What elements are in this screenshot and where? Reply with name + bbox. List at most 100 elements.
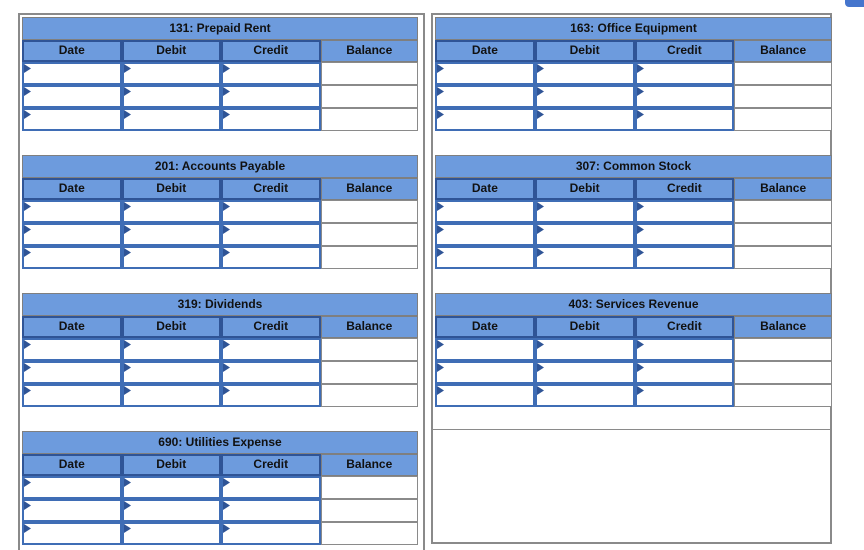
credit-input-cell[interactable] xyxy=(221,223,321,246)
cell-marker-icon xyxy=(636,386,644,395)
credit-input-cell[interactable] xyxy=(634,85,735,108)
balance-cell xyxy=(320,223,418,246)
debit-input-cell[interactable] xyxy=(534,246,635,269)
credit-input-cell[interactable] xyxy=(221,62,321,85)
debit-input-cell[interactable] xyxy=(534,384,635,407)
credit-input-cell[interactable] xyxy=(634,246,735,269)
debit-input-cell[interactable] xyxy=(534,361,635,384)
cell-marker-icon xyxy=(24,524,31,533)
credit-input-cell[interactable] xyxy=(634,108,735,131)
credit-input-cell[interactable] xyxy=(634,338,735,361)
debit-input-cell[interactable] xyxy=(121,499,221,522)
date-input-cell[interactable] xyxy=(22,62,122,85)
cell-marker-icon xyxy=(223,64,230,73)
date-input-cell[interactable] xyxy=(435,108,535,131)
ledger-row xyxy=(22,223,418,246)
account-title: 403: Services Revenue xyxy=(435,293,832,316)
debit-input-cell[interactable] xyxy=(121,62,221,85)
column-header-balance: Balance xyxy=(320,454,418,476)
debit-input-cell[interactable] xyxy=(534,62,635,85)
date-input-cell[interactable] xyxy=(22,361,122,384)
debit-input-cell[interactable] xyxy=(121,361,221,384)
debit-input-cell[interactable] xyxy=(534,85,635,108)
date-input-cell[interactable] xyxy=(22,108,122,131)
credit-input-cell[interactable] xyxy=(221,338,321,361)
debit-input-cell[interactable] xyxy=(121,108,221,131)
credit-input-cell[interactable] xyxy=(221,361,321,384)
debit-input-cell[interactable] xyxy=(121,85,221,108)
column-header-balance: Balance xyxy=(734,178,832,200)
column-header-credit: Credit xyxy=(221,178,321,200)
credit-input-cell[interactable] xyxy=(221,476,321,499)
cell-marker-icon xyxy=(123,386,131,395)
top-right-button-fragment[interactable] xyxy=(845,0,864,7)
date-input-cell[interactable] xyxy=(22,246,122,269)
column-header-balance: Balance xyxy=(734,40,832,62)
debit-input-cell[interactable] xyxy=(534,200,635,223)
cell-marker-icon xyxy=(24,478,31,487)
debit-input-cell[interactable] xyxy=(121,200,221,223)
date-input-cell[interactable] xyxy=(22,522,122,545)
debit-input-cell[interactable] xyxy=(121,522,221,545)
date-input-cell[interactable] xyxy=(435,246,535,269)
cell-marker-icon xyxy=(24,87,31,96)
debit-input-cell[interactable] xyxy=(121,384,221,407)
date-input-cell[interactable] xyxy=(22,384,122,407)
credit-input-cell[interactable] xyxy=(221,200,321,223)
debit-input-cell[interactable] xyxy=(121,476,221,499)
debit-input-cell[interactable] xyxy=(534,108,635,131)
credit-input-cell[interactable] xyxy=(221,108,321,131)
credit-input-cell[interactable] xyxy=(634,384,735,407)
column-header-row: Date Debit Credit Balance xyxy=(435,40,832,62)
date-input-cell[interactable] xyxy=(22,476,122,499)
balance-cell xyxy=(734,246,832,269)
debit-input-cell[interactable] xyxy=(534,223,635,246)
date-input-cell[interactable] xyxy=(22,85,122,108)
date-input-cell[interactable] xyxy=(435,361,535,384)
date-input-cell[interactable] xyxy=(435,62,535,85)
cell-marker-icon xyxy=(223,87,230,96)
column-header-balance: Balance xyxy=(734,316,832,338)
date-input-cell[interactable] xyxy=(435,384,535,407)
date-input-cell[interactable] xyxy=(435,338,535,361)
column-header-date: Date xyxy=(22,454,122,476)
credit-input-cell[interactable] xyxy=(634,361,735,384)
cell-marker-icon xyxy=(437,248,444,257)
credit-input-cell[interactable] xyxy=(221,522,321,545)
cell-marker-icon xyxy=(636,87,644,96)
cell-marker-icon xyxy=(636,202,644,211)
ledger-row xyxy=(435,85,832,108)
credit-input-cell[interactable] xyxy=(634,62,735,85)
credit-input-cell[interactable] xyxy=(634,223,735,246)
column-header-credit: Credit xyxy=(221,454,321,476)
cell-marker-icon xyxy=(536,202,544,211)
debit-input-cell[interactable] xyxy=(121,338,221,361)
debit-input-cell[interactable] xyxy=(121,223,221,246)
date-input-cell[interactable] xyxy=(435,85,535,108)
balance-cell xyxy=(320,522,418,545)
cell-marker-icon xyxy=(223,386,230,395)
cell-marker-icon xyxy=(636,110,644,119)
cell-marker-icon xyxy=(123,87,131,96)
date-input-cell[interactable] xyxy=(22,338,122,361)
cell-marker-icon xyxy=(123,478,131,487)
account-table-131: 131: Prepaid Rent Date Debit Credit Bala… xyxy=(22,17,418,131)
credit-input-cell[interactable] xyxy=(221,246,321,269)
date-input-cell[interactable] xyxy=(435,200,535,223)
cell-marker-icon xyxy=(123,340,131,349)
cell-marker-icon xyxy=(123,64,131,73)
date-input-cell[interactable] xyxy=(435,223,535,246)
account-title: 131: Prepaid Rent xyxy=(22,17,418,40)
credit-input-cell[interactable] xyxy=(221,85,321,108)
cell-marker-icon xyxy=(24,225,31,234)
debit-input-cell[interactable] xyxy=(121,246,221,269)
date-input-cell[interactable] xyxy=(22,200,122,223)
cell-marker-icon xyxy=(536,64,544,73)
debit-input-cell[interactable] xyxy=(534,338,635,361)
credit-input-cell[interactable] xyxy=(634,200,735,223)
balance-cell xyxy=(320,85,418,108)
date-input-cell[interactable] xyxy=(22,223,122,246)
date-input-cell[interactable] xyxy=(22,499,122,522)
credit-input-cell[interactable] xyxy=(221,499,321,522)
credit-input-cell[interactable] xyxy=(221,384,321,407)
